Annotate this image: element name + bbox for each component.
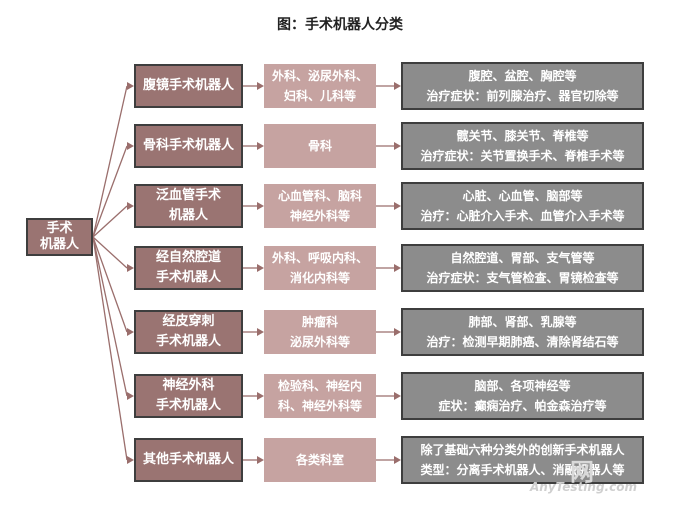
department-node: 外科、呼吸内科、消化内科等	[264, 246, 376, 290]
category-label: 神经外科	[162, 378, 215, 393]
arrow-head	[394, 202, 401, 210]
category-label: 经皮穿刺	[162, 314, 215, 329]
root-to-category-connector	[92, 236, 128, 461]
arrow-head	[257, 202, 264, 210]
description-label: 症状：癫痫治疗、帕金森治疗等	[438, 399, 607, 413]
description-node: 脑部、各项神经等症状：癫痫治疗、帕金森治疗等	[401, 372, 644, 420]
arrow-head	[127, 456, 134, 464]
department-node: 外科、泌尿外科、妇科、儿科等	[264, 64, 376, 108]
department-node: 检验科、神经内科、神经外科等	[264, 374, 376, 418]
description-node: 腹腔、盆腔、胸腔等治疗症状：前列腺治疗、器官切除等	[401, 62, 644, 110]
description-label: 治疗：心脏介入手术、血管介入手术等	[420, 209, 625, 223]
category-label: 手术机器人	[155, 398, 221, 413]
department-label: 肿瘤科	[301, 315, 338, 329]
arrow-head	[394, 328, 401, 336]
arrow-head	[394, 142, 401, 150]
arrow-head	[257, 82, 264, 90]
category-label: 骨科手术机器人	[142, 138, 234, 153]
arrow-head	[127, 202, 134, 210]
category-node: 腹镜手术机器人	[134, 64, 243, 108]
root-line: 机器人	[39, 237, 79, 252]
root-line: 手术	[46, 221, 73, 236]
arrow-head	[127, 328, 134, 336]
root-to-category-connector	[92, 145, 128, 238]
department-label: 外科、呼吸内科、	[271, 251, 368, 265]
root-to-category-connector	[92, 236, 128, 397]
description-node: 心脏、心血管、脑部等治疗：心脏介入手术、血管介入手术等	[401, 182, 644, 230]
description-label: 治疗：检测早期肺癌、清除肾结石等	[426, 335, 619, 349]
arrow-head	[257, 142, 264, 150]
arrow-head	[127, 142, 134, 150]
category-node: 泛血管手术机器人	[134, 184, 243, 228]
category-node: 其他手术机器人	[134, 438, 243, 482]
description-label: 治疗症状：前列腺治疗、器官切除等	[426, 89, 619, 103]
department-label: 心血管科、脑科	[277, 189, 362, 203]
arrow-head	[127, 82, 134, 90]
department-node: 骨科	[264, 124, 376, 168]
figure-title: 图：手术机器人分类	[277, 17, 403, 33]
description-label: 自然腔道、胃部、支气管等	[450, 251, 595, 265]
description-label: 腹腔、盆腔、胸腔等	[468, 69, 577, 83]
category-node: 经自然腔道手术机器人	[134, 246, 243, 290]
description-label: 类型：分离手术机器人、消融机器人等	[420, 463, 625, 477]
arrow-head	[127, 392, 134, 400]
category-node: 神经外科手术机器人	[134, 374, 243, 418]
arrow-head	[394, 264, 401, 272]
arrow-head	[257, 328, 264, 336]
department-label: 各类科室	[295, 453, 344, 467]
description-node: 除了基础六种分类外的创新手术机器人类型：分离手术机器人、消融机器人等	[401, 436, 644, 484]
description-node: 自然腔道、胃部、支气管等治疗症状：支气管检查、胃镜检查等	[401, 244, 644, 292]
department-node: 肿瘤科泌尿外科等	[264, 310, 376, 354]
root-to-category-connector	[92, 236, 128, 269]
department-label: 妇科、儿科等	[283, 89, 356, 103]
category-label: 手术机器人	[155, 270, 221, 285]
arrow-head	[127, 264, 134, 272]
arrow-head	[394, 392, 401, 400]
department-label: 骨科	[307, 139, 332, 153]
description-node: 髋关节、膝关节、脊椎等治疗症状：关节置换手术、脊椎手术等	[401, 122, 644, 170]
arrow-head	[394, 82, 401, 90]
department-label: 外科、泌尿外科、	[271, 69, 368, 83]
root-to-category-connector	[92, 85, 128, 238]
department-node: 心血管科、脑科神经外科等	[264, 184, 376, 228]
category-label: 其他手术机器人	[142, 452, 234, 467]
arrow-head	[257, 456, 264, 464]
arrow-head	[394, 456, 401, 464]
root-node: 手术 机器人	[26, 218, 93, 256]
root-to-category-connector	[92, 236, 128, 333]
department-label: 神经外科等	[289, 209, 350, 223]
department-node: 各类科室	[264, 438, 376, 482]
description-label: 肺部、肾部、乳腺等	[468, 315, 577, 329]
description-node: 肺部、肾部、乳腺等治疗：检测早期肺癌、清除肾结石等	[401, 308, 644, 356]
department-label: 检验科、神经内	[277, 379, 362, 393]
watermark-en: AnyTesting.com	[530, 480, 637, 494]
description-label: 治疗症状：关节置换手术、脊椎手术等	[420, 149, 625, 163]
department-label: 科、神经外科等	[277, 399, 362, 413]
category-label: 泛血管手术	[155, 188, 221, 203]
category-node: 经皮穿刺手术机器人	[134, 310, 243, 354]
watermark-cn: 网	[570, 458, 596, 486]
description-label: 髋关节、膝关节、脊椎等	[456, 129, 589, 143]
category-label: 手术机器人	[155, 334, 221, 349]
root-to-category-connector	[92, 205, 128, 238]
description-label: 治疗症状：支气管检查、胃镜检查等	[426, 271, 619, 285]
department-label: 泌尿外科等	[289, 335, 350, 349]
department-label: 消化内科等	[289, 271, 350, 285]
category-label: 机器人	[168, 208, 208, 223]
arrow-head	[257, 264, 264, 272]
description-label: 心脏、心血管、脑部等	[462, 189, 583, 203]
category-label: 经自然腔道	[155, 250, 221, 265]
description-label: 除了基础六种分类外的创新手术机器人	[420, 443, 625, 457]
arrow-head	[257, 392, 264, 400]
category-label: 腹镜手术机器人	[142, 78, 234, 93]
description-label: 脑部、各项神经等	[474, 379, 571, 393]
category-node: 骨科手术机器人	[134, 124, 243, 168]
